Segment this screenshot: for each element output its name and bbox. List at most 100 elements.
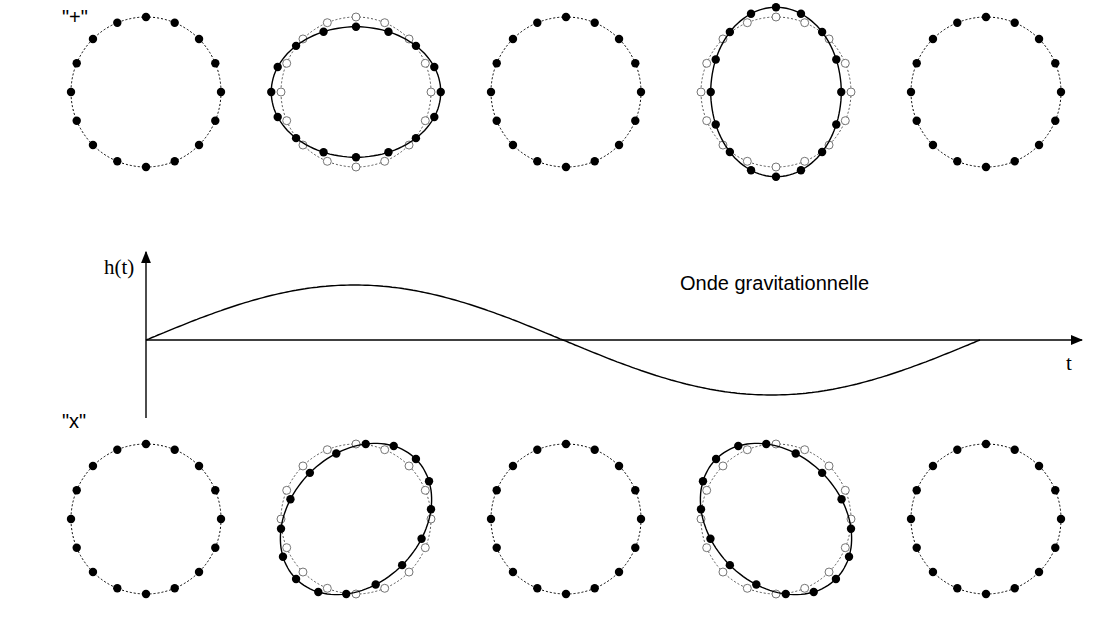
test-mass [615,35,623,43]
ring-outline [491,444,641,594]
test-mass [1035,462,1043,470]
test-mass [791,449,799,457]
test-mass [113,446,121,454]
test-mass [384,148,392,156]
reference-mass [801,446,809,454]
test-mass [73,59,81,67]
test-mass [1035,35,1043,43]
ring-outline [911,444,1061,594]
test-mass [493,544,501,552]
reference-mass [703,544,711,552]
test-mass [747,166,755,174]
reference-mass [277,88,285,96]
ring-reference [281,444,431,594]
test-mass [306,469,314,477]
test-mass [832,55,840,63]
test-mass [637,515,645,523]
test-mass [277,525,285,533]
test-mass [113,584,121,592]
test-mass [726,148,734,156]
reference-mass [703,486,711,494]
test-mass [591,19,599,27]
reference-mass [841,59,849,67]
test-mass [907,88,915,96]
ring-outline [491,17,641,167]
test-mass [319,28,327,36]
test-mass [562,13,570,21]
reference-mass [427,88,435,96]
test-mass [591,446,599,454]
test-mass [390,442,398,450]
reference-mass [772,163,780,171]
reference-mass [283,59,291,67]
reference-mass [703,117,711,125]
test-mass [615,568,623,576]
reference-mass [283,486,291,494]
reference-mass [801,584,809,592]
wave-label: Onde gravitationnelle [680,272,869,294]
test-mass [417,534,425,542]
test-mass [631,486,639,494]
test-mass [73,117,81,125]
reference-mass [743,157,751,165]
test-mass [712,455,720,463]
test-mass [171,446,179,454]
test-mass [292,575,300,583]
test-mass [1051,117,1059,125]
test-mass [314,588,322,596]
test-mass [797,166,805,174]
test-mass [171,584,179,592]
test-mass [362,440,370,448]
reference-mass [719,568,727,576]
reference-mass [421,486,429,494]
reference-mass [405,568,413,576]
test-mass [982,440,990,448]
reference-mass [352,13,360,21]
test-mass [734,442,742,450]
test-mass [697,505,705,513]
test-mass [509,141,517,149]
test-mass [631,117,639,125]
test-mass [1051,486,1059,494]
reference-mass [323,157,331,165]
test-mass [142,440,150,448]
test-mass [73,544,81,552]
test-mass [142,590,150,598]
test-mass [929,35,937,43]
test-mass [171,157,179,165]
reference-mass [381,584,389,592]
test-mass [913,117,921,125]
test-mass [211,486,219,494]
test-mass [982,13,990,21]
test-mass [797,10,805,18]
reference-mass [719,462,727,470]
test-mass [772,3,780,11]
test-mass [818,28,826,36]
test-mass [726,561,734,569]
test-mass [1011,446,1019,454]
test-mass [171,19,179,27]
test-mass [286,495,294,503]
test-mass [319,148,327,156]
test-mass [412,455,420,463]
test-mass [712,120,720,128]
test-mass [292,134,300,142]
test-mass [533,446,541,454]
reference-mass [703,59,711,67]
reference-mass [352,163,360,171]
test-mass [342,590,350,598]
test-mass [1011,19,1019,27]
reference-mass [801,19,809,27]
test-mass [562,440,570,448]
reference-mass [283,117,291,125]
test-mass [953,19,961,27]
test-mass [747,10,755,18]
test-mass [615,462,623,470]
test-mass [1011,157,1019,165]
test-mass [907,515,915,523]
reference-mass [421,117,429,125]
test-mass [142,163,150,171]
test-mass [562,163,570,171]
test-mass [591,584,599,592]
